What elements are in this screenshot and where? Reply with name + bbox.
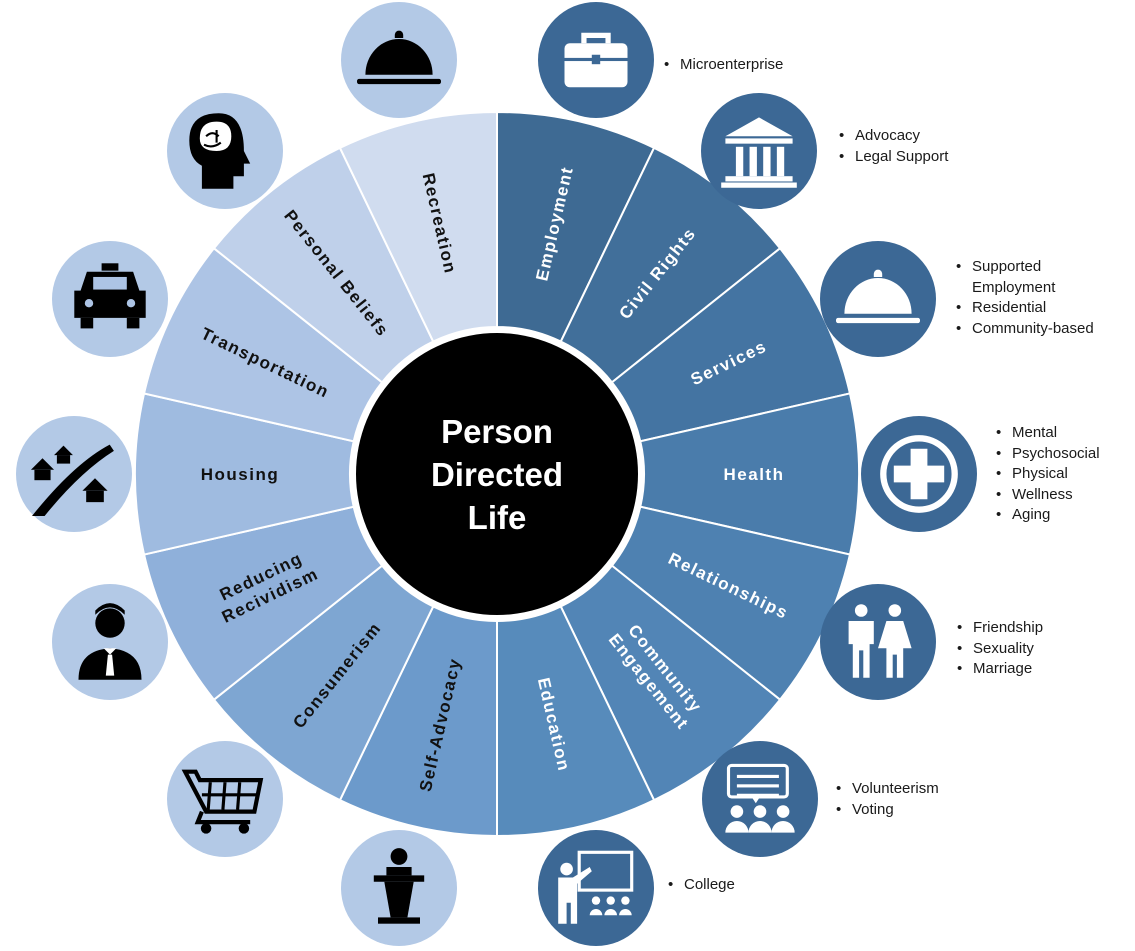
note-item: Legal Support [837,147,948,168]
note-item: Supported Employment [954,257,1082,298]
icon-circle-reducing-recidivism [52,584,168,700]
icon-circle-housing [16,416,132,532]
icon-circle-health [861,416,977,532]
note-item: Advocacy [837,126,948,147]
icon-circle-relationships [820,584,936,700]
segment-label-health: Health [724,465,785,484]
center-line-3: Life [468,499,527,536]
courthouse-icon [721,117,797,188]
note-item: Volunteerism [834,779,939,800]
note-item: Microenterprise [662,55,783,76]
note-item: Mental [994,423,1100,444]
note-item: Wellness [994,485,1100,506]
icon-circle-transportation [52,241,168,357]
notes-community-engagement: VolunteerismVoting [834,779,939,820]
icon-circle-community-engagement [702,741,818,857]
note-item: Marriage [955,659,1043,680]
center-line-2: Directed [431,456,563,493]
notes-relationships: FriendshipSexualityMarriage [955,618,1043,680]
cloche-icon [836,269,920,324]
note-item: Friendship [955,618,1043,639]
note-item: Sexuality [955,639,1043,660]
icon-circle-personal-beliefs [167,93,283,209]
note-item: Voting [834,800,939,821]
notes-civil-rights: AdvocacyLegal Support [837,126,948,167]
icon-circle-employment [538,2,654,118]
note-item: Psychosocial [994,444,1100,465]
center-hub: Person Directed Life [350,327,644,621]
meeting-group-icon [725,763,795,833]
icon-circle-services [820,241,936,357]
note-item: Community-based [954,319,1104,340]
medical-cross-icon [880,435,958,513]
notes-services: Supported EmploymentResidentialCommunity… [954,257,1104,339]
center-circle [356,333,638,615]
icon-circle-self-advocacy [341,830,457,946]
notes-health: MentalPsychosocialPhysicalWellnessAging [994,423,1100,526]
icon-circle-civil-rights [701,93,817,209]
shopping-cart-icon [181,769,264,834]
note-item: Residential [954,298,1104,319]
icon-circle-consumerism [167,741,283,857]
icon-circle-recreation [341,2,457,118]
podium-speaker-icon [373,848,425,924]
segment-label-housing: Housing [201,465,280,484]
notes-education: College [666,875,735,896]
note-item: Physical [994,464,1100,485]
briefcase-icon [564,32,628,88]
note-item: College [666,875,735,896]
teacher-board-icon [558,850,634,924]
businessman-icon [78,603,142,680]
taxi-icon [74,263,146,329]
center-line-1: Person [441,413,553,450]
brain-head-icon [189,113,251,189]
note-item: Aging [994,505,1100,526]
houses-road-icon [30,444,114,516]
cloche-icon [357,30,441,85]
notes-employment: Microenterprise [662,55,783,76]
icon-circle-education [538,830,654,946]
couple-icon [848,604,912,678]
